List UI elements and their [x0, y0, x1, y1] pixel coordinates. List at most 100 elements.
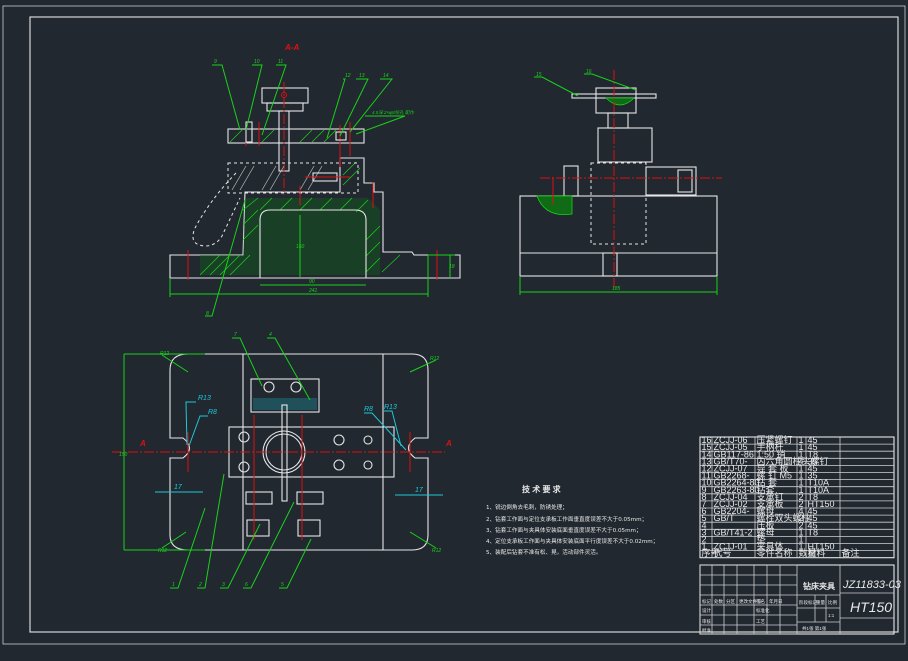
svg-text:处数: 处数: [714, 598, 723, 605]
svg-text:7: 7: [234, 332, 237, 338]
bom-cell-qty: 1: [799, 535, 804, 545]
bom-cell-name: 导 套 板: [757, 463, 789, 474]
bom-cell-material: HT150: [808, 499, 835, 509]
plan-radii: R12 R12 R12 R12 R13 R8 R8 R13: [158, 351, 441, 554]
svg-text:R12: R12: [430, 356, 439, 362]
requirement-4: 4、定位支承板工作面与夹具体安装底面平行度误差不大于0.02mm；: [486, 537, 658, 545]
svg-text:13: 13: [359, 73, 365, 79]
bom-cell-code: GB2204-: [714, 506, 750, 516]
bom-cell-material: T8: [808, 492, 819, 502]
svg-text:150: 150: [119, 452, 128, 458]
bom-cell-qty: 1: [799, 435, 804, 445]
bom-cell-qty: 1: [799, 527, 804, 537]
svg-text:共1张 第1张: 共1张 第1张: [802, 625, 827, 632]
bom-cell-no: 16: [702, 435, 712, 445]
bom-cell-qty: 4: [799, 506, 804, 516]
bom-cell-code: ZCJJ-04: [714, 492, 748, 502]
bom-cell-no: 13: [702, 456, 712, 466]
svg-text:18: 18: [449, 264, 455, 270]
bom-cell-code: ZCJJ-05: [714, 442, 748, 452]
svg-text:签名: 签名: [756, 598, 765, 605]
bom-cell-material: 45: [808, 506, 818, 516]
svg-text:10: 10: [254, 59, 260, 65]
svg-text:R12: R12: [432, 548, 441, 554]
bom-cell-code: ZCJJ-07: [714, 464, 748, 474]
bom-cell-qty: 2: [799, 513, 804, 523]
bom-cell-name: 支承钉: [757, 491, 784, 502]
plan-view: A A R12 R12 R12 R12 R13 R8 R8 R13 17 17 …: [112, 332, 452, 589]
bom-header-note: 备注: [842, 547, 860, 558]
svg-text:5: 5: [281, 582, 284, 588]
svg-text:R8: R8: [208, 409, 217, 416]
svg-text:R12: R12: [158, 548, 167, 554]
svg-text:标记: 标记: [702, 598, 711, 605]
svg-text:6: 6: [245, 582, 248, 588]
drawing-name: 钻床夹具: [803, 581, 835, 591]
svg-text:16: 16: [586, 69, 592, 75]
svg-text:R13: R13: [384, 404, 397, 411]
svg-text:R13: R13: [198, 395, 211, 402]
bom-cell-no: 14: [702, 449, 712, 459]
bom-cell-material: 35: [808, 456, 818, 466]
side-knob: [645, 166, 697, 196]
bom-cell-material: 35: [808, 471, 818, 481]
bom-header-material: 材料: [808, 547, 826, 558]
bom-header-name: 零件名称: [757, 547, 793, 558]
bom-cell-name: 内六角圆柱头螺钉: [757, 455, 829, 466]
bom-cell-qty: 1: [799, 464, 804, 474]
technical-requirements: 技 术 要 求 1、锐边倒角去毛刺，防锈处理； 2、钻套工作面与定位支承板工作面…: [486, 484, 658, 556]
bom-cell-no: 11: [702, 471, 711, 481]
svg-text:11: 11: [278, 59, 283, 65]
requirement-3: 3、钻套工作面与夹具体安装底面垂直度误差不大于0.05mm；: [486, 526, 642, 534]
bom-cell-no: 1: [702, 542, 707, 552]
svg-text:比例: 比例: [828, 599, 837, 606]
bom-cell-qty: 2: [799, 492, 804, 502]
svg-text:2: 2: [198, 582, 202, 588]
svg-text:185: 185: [612, 286, 621, 292]
bom-cell-no: 7: [702, 499, 707, 509]
body-cavity: [259, 209, 367, 278]
svg-text:12: 12: [345, 73, 351, 79]
title-block: 标记 处数 分区 更改文件号 签名 年月日 设计 标准化 审核 工艺 批准 阶段…: [699, 564, 902, 635]
bom-cell-code: GB2264-80: [714, 478, 760, 488]
bom-cell-no: 15: [702, 442, 712, 452]
bom-cell-code: ZCJJ-01: [714, 542, 748, 552]
bom-cell-name: 钻 套: [757, 477, 778, 488]
drill-plate: [227, 128, 365, 144]
bom-cell-no: 5: [702, 513, 707, 523]
section-leaders: 9 10 11 12 13 14 4.5深 2×φ8铰孔 配作 8: [205, 59, 415, 317]
section-label: A-A: [284, 43, 299, 52]
requirement-5: 5、装配后钻套不准有松、晃，活动部件灵活。: [486, 548, 601, 556]
hatch-lines: [199, 161, 401, 276]
svg-text:90: 90: [309, 279, 315, 285]
inner-border: [29, 16, 899, 633]
bom-cell-name: 压板: [757, 519, 775, 530]
side-base: [519, 195, 718, 277]
bom-cell-material: T8: [808, 449, 819, 459]
requirement-1: 1、锐边倒角去毛刺，防锈处理；: [486, 503, 568, 511]
svg-text:重量: 重量: [816, 599, 825, 606]
bom-cell-code: GB/T: [714, 513, 736, 523]
bom-cell-name: 螺栓双头螺柱: [757, 512, 811, 523]
bom-cell-material: 45: [808, 435, 818, 445]
svg-text:A: A: [445, 439, 452, 448]
svg-text:批准: 批准: [702, 627, 711, 634]
svg-text:1:1: 1:1: [828, 613, 835, 618]
bom-cell-material: T10A: [808, 485, 830, 495]
drawing-number: JZ11833-03: [842, 579, 902, 591]
plan-leaders: 7 4 1 2 3 6 5: [170, 332, 312, 589]
svg-text:4.5深 2×φ8铰孔 配作: 4.5深 2×φ8铰孔 配作: [372, 110, 415, 115]
bom-cell-no: 3: [702, 527, 707, 537]
workpiece-outline: [227, 162, 359, 194]
svg-text:8: 8: [206, 311, 209, 317]
svg-text:4: 4: [269, 332, 272, 338]
svg-text:工艺: 工艺: [756, 619, 765, 624]
bom-cell-name: 支承板: [757, 498, 784, 509]
bom-cell-no: 2: [702, 535, 707, 545]
outer-border: [2, 5, 906, 645]
svg-text:15: 15: [536, 72, 542, 78]
bom-cell-name: 螺 钉 M5: [757, 471, 793, 481]
svg-text:技 术 要 求: 技 术 要 求: [522, 484, 562, 494]
fixture-body-outline: [169, 157, 461, 279]
